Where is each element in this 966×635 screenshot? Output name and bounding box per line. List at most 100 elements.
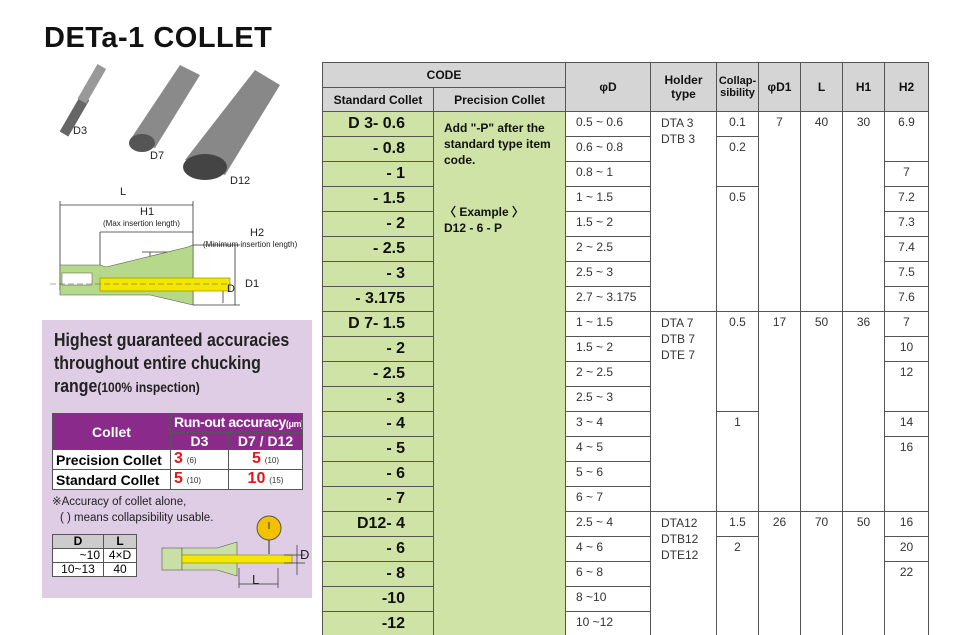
cell-code: - 4 <box>322 411 434 437</box>
cell-h2: 22 <box>884 561 929 635</box>
th-d7d12: D7 / D12 <box>227 432 304 450</box>
cell-h2: 16 <box>884 511 929 537</box>
cell-phid: 2.5 ~ 4 <box>565 511 651 537</box>
cell-code: - 3.175 <box>322 286 434 312</box>
runout-gauge-diagram <box>161 515 305 588</box>
cell-phid: 1.5 ~ 2 <box>565 336 651 362</box>
label-H2: H2 <box>250 227 265 239</box>
accuracy-note: ※Accuracy of collet alone, ( ) means col… <box>52 494 213 526</box>
cell-h2: 7.3 <box>884 211 929 237</box>
cell-phid: 2.5 ~ 3 <box>565 386 651 412</box>
label-H2-note: (Minimum insertion length) <box>203 240 298 249</box>
collet-images <box>59 63 280 180</box>
th-collap: Collap-sibility <box>716 62 759 112</box>
panel-heading: Highest guaranteed accuracies throughout… <box>54 328 289 399</box>
value: 5 <box>174 470 183 487</box>
table-row: - 2 1.5 ~ 2 10 <box>322 336 929 362</box>
heading-line3: range <box>54 375 98 396</box>
cell-phid: 3 ~ 4 <box>565 411 651 437</box>
cell: 10~13 <box>52 562 104 577</box>
cell-holder: DTA12 DTB12 DTE12 <box>650 511 717 635</box>
cell-holder: DTA 7 DTB 7 DTE 7 <box>650 311 717 512</box>
value: 3 <box>174 450 183 467</box>
cell-phid: 8 ~10 <box>565 586 651 612</box>
runout-label: Run-out accuracy <box>174 414 286 431</box>
cell-h2: 10 <box>884 336 929 362</box>
cell-phid: 0.6 ~ 0.8 <box>565 136 651 162</box>
cell-h1: 30 <box>842 111 885 312</box>
label-L: L <box>120 186 127 198</box>
cell-phid: 2.7 ~ 3.175 <box>565 286 651 312</box>
th-h2: H2 <box>884 62 929 112</box>
value-paren: (10) <box>264 456 280 465</box>
cell-code: D 7- 1.5 <box>322 311 434 337</box>
cell-code: - 2 <box>322 336 434 362</box>
cell-h2: 12 <box>884 361 929 412</box>
precision-note-line: D12 - 6 - P <box>444 221 503 235</box>
cell-phid: 2 ~ 2.5 <box>565 236 651 262</box>
cell-code: D 3- 0.6 <box>322 111 434 137</box>
cell: ~10 <box>52 548 104 563</box>
heading-line2: throughout entire chucking <box>54 352 261 373</box>
collet-d7-image <box>129 65 200 152</box>
cell-collap: 0.5 <box>716 311 759 412</box>
cell-phid: 5 ~ 6 <box>565 461 651 487</box>
collet-spec-table: CODE φD Holder type Collap-sibility φD1 … <box>322 62 929 635</box>
row-name: Standard Collet <box>52 469 171 490</box>
cell-l: 40 <box>800 111 843 312</box>
th-code: CODE <box>322 62 566 88</box>
cell-phid: 1 ~ 1.5 <box>565 311 651 337</box>
cell-code: - 3 <box>322 261 434 287</box>
cell: 4×D <box>103 548 137 563</box>
cell-code: - 3 <box>322 386 434 412</box>
accuracy-panel: Highest guaranteed accuracies throughout… <box>42 320 312 598</box>
cell-phid: 0.8 ~ 1 <box>565 161 651 187</box>
label-H1-note: (Max insertion length) <box>103 219 180 228</box>
cell-h2: 7.5 <box>884 261 929 287</box>
cell-code: - 2 <box>322 211 434 237</box>
cell-code: -12 <box>322 611 434 635</box>
cell-collap: 0.1 <box>716 111 759 137</box>
cell-code: - 6 <box>322 536 434 562</box>
cell-code: D12- 4 <box>322 511 434 537</box>
note-line1: ※Accuracy of collet alone, <box>52 496 187 508</box>
cell-h2: 20 <box>884 536 929 562</box>
value-paren: (15) <box>269 476 284 485</box>
collet-d3-image <box>59 63 107 137</box>
cell-holder: DTA 3 DTB 3 <box>650 111 717 312</box>
cell-phid: 4 ~ 5 <box>565 436 651 462</box>
cell-code: - 5 <box>322 436 434 462</box>
cell-phid1: 17 <box>758 311 801 512</box>
cell-code: - 2.5 <box>322 236 434 262</box>
cell-h2: 7 <box>884 311 929 337</box>
table-row: -12 10 ~12 <box>322 611 929 635</box>
cell-h2: 7 <box>884 161 929 187</box>
collet-dimension-diagram <box>50 201 240 306</box>
cell-code: - 0.8 <box>322 136 434 162</box>
th-precision: Precision Collet <box>433 87 566 112</box>
label-d7: D7 <box>150 150 165 162</box>
th-l: L <box>800 62 843 112</box>
cell-phid: 6 ~ 8 <box>565 561 651 587</box>
value: 10 <box>247 470 266 487</box>
cell-phid: 10 ~12 <box>565 611 651 635</box>
cell-l: 50 <box>800 311 843 512</box>
runout-unit: (μm) <box>285 419 303 429</box>
label-D1: D1 <box>245 278 260 290</box>
cell-collap: 1.5 <box>716 511 759 537</box>
cell-h2: 16 <box>884 436 929 512</box>
cell-phid: 6 ~ 7 <box>565 486 651 512</box>
cell-collap: 1 <box>716 411 759 512</box>
cell-h2: 7.2 <box>884 186 929 212</box>
cell-collap: 0.2 <box>716 136 759 187</box>
